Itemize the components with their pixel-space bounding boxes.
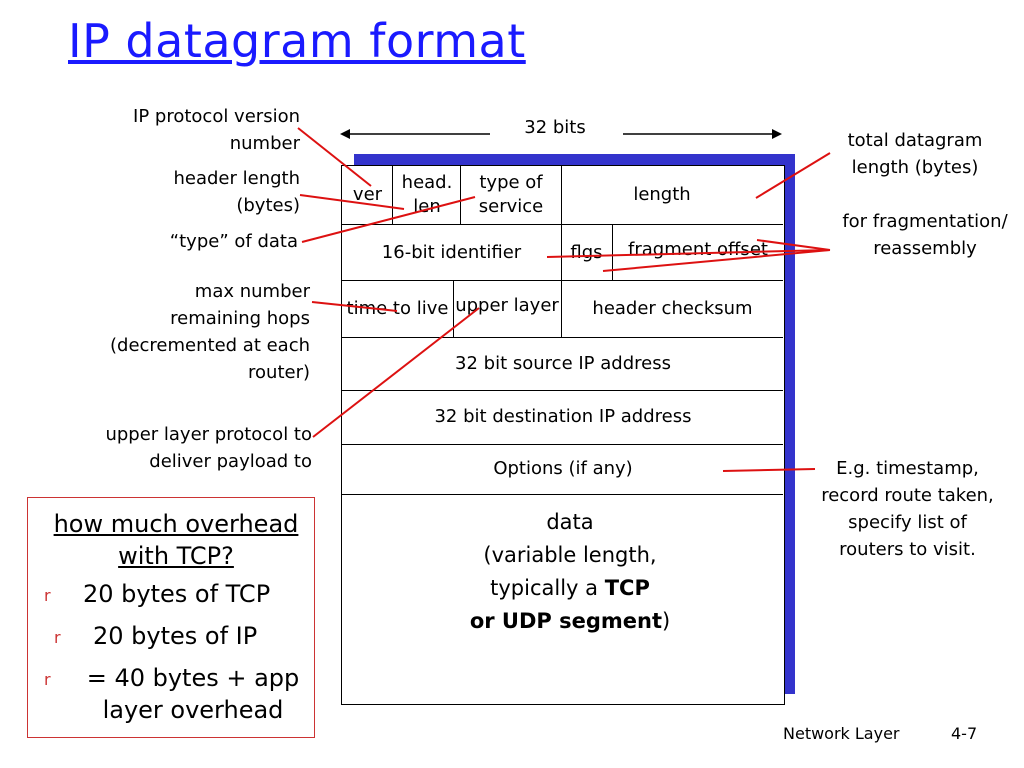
field-type-of-service: type of service bbox=[478, 172, 544, 217]
annotation-type-of-data: “type” of data bbox=[169, 231, 298, 252]
field-ver: ver bbox=[352, 184, 383, 205]
annotation-max-hops: max number remaining hops (decremented a… bbox=[110, 281, 311, 383]
bullet-icon: r bbox=[54, 628, 61, 647]
field-options: Options (if any) bbox=[493, 458, 633, 479]
annotation-fragmentation: for fragmentation/ reassembly bbox=[842, 211, 1008, 259]
bit-width-arrow bbox=[340, 129, 782, 139]
annotation-total-length: total datagram length (bytes) bbox=[847, 130, 983, 178]
field-upper-layer: upper layer bbox=[455, 295, 559, 316]
overhead-question: how much overhead with TCP? bbox=[53, 510, 299, 570]
field-header-checksum: header checksum bbox=[592, 298, 753, 319]
overhead-callout: how much overhead with TCP? r 20 bytes o… bbox=[27, 497, 315, 738]
bullet-icon: r bbox=[44, 586, 51, 605]
bullet-icon: r bbox=[44, 670, 51, 689]
field-data: data (variable length, typically a TCP o… bbox=[400, 506, 740, 638]
annotation-version: IP protocol version number bbox=[133, 106, 300, 154]
field-identifier: 16-bit identifier bbox=[381, 242, 522, 263]
field-dest-ip: 32 bit destination IP address bbox=[434, 406, 692, 427]
slide-title: IP datagram format bbox=[68, 14, 526, 68]
overhead-item-total: = 40 bytes + app layer overhead bbox=[86, 664, 300, 724]
datagram-diagram bbox=[341, 165, 785, 705]
annotation-upper-protocol: upper layer protocol to deliver payload … bbox=[105, 424, 312, 472]
field-flags: flgs bbox=[570, 242, 603, 263]
annotation-options-example: E.g. timestamp, record route taken, spec… bbox=[821, 458, 994, 560]
field-length: length bbox=[633, 184, 691, 205]
field-source-ip: 32 bit source IP address bbox=[455, 353, 671, 374]
footer-page-number: 4-7 bbox=[951, 724, 978, 743]
data-line1: data bbox=[546, 510, 594, 534]
data-line3: typically a TCP bbox=[490, 576, 650, 600]
field-time-to-live: time to live bbox=[346, 298, 449, 319]
overhead-item-tcp: 20 bytes of TCP bbox=[83, 580, 271, 608]
data-line2: (variable length, bbox=[483, 543, 657, 567]
annotation-header-length: header length (bytes) bbox=[173, 168, 300, 216]
data-line4: or UDP segment) bbox=[469, 609, 671, 633]
bits-label: 32 bits bbox=[524, 117, 586, 138]
footer-section: Network Layer bbox=[783, 724, 900, 743]
overhead-item-ip: 20 bytes of IP bbox=[93, 622, 258, 650]
